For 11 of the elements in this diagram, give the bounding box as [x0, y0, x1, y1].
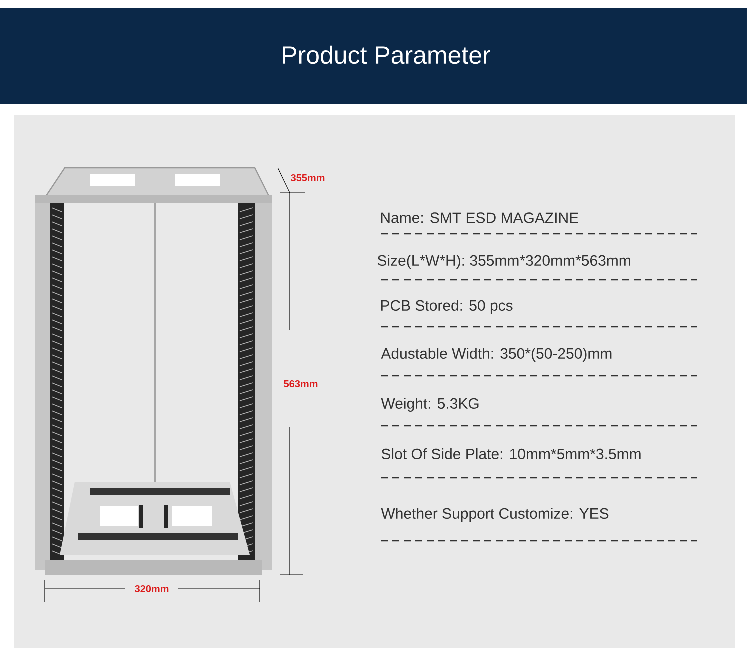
spec-text: Weight: 5.3KG [381, 398, 479, 412]
dimension-label: 320mm [135, 585, 169, 593]
spec-text: Size(L*W*H): 355mm*320mm*563mm [378, 255, 630, 269]
spec-text: Name: SMT ESD MAGAZINE [381, 212, 578, 224]
dimension-label: 355mm [291, 174, 325, 182]
dimension-label: 563mm [284, 380, 318, 388]
spec-text: Slot Of Side Plate: 10mm*5mm*3.5mm [382, 448, 641, 460]
spec-text: Whether Support Customize: YES [381, 508, 609, 522]
spec-text: PCB Stored: 50 pcs [381, 300, 513, 314]
title: Product Parameter [283, 46, 490, 64]
spec-text: Adustable Width: 350*(50-250)mm [381, 348, 612, 362]
